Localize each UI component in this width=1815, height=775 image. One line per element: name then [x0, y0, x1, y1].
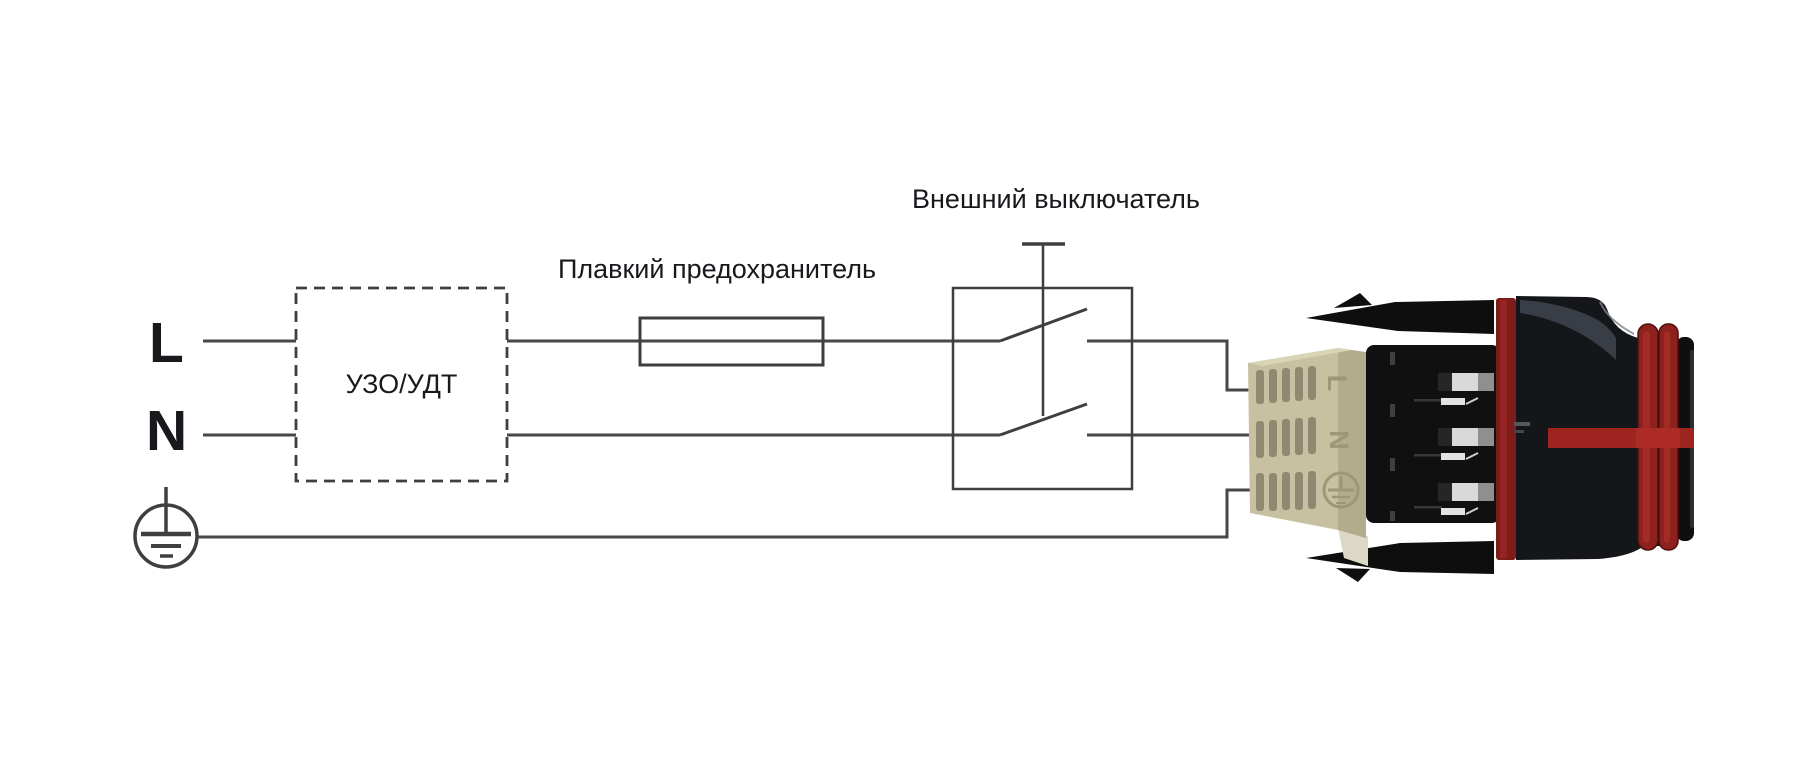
- rcd-box: [294, 286, 509, 483]
- neutral-terminal-label: N: [146, 399, 188, 463]
- terminal-slots-neutral: [1256, 417, 1316, 458]
- fuse-label: Плавкий предохранитель: [557, 254, 877, 284]
- terminal-slots-line: [1256, 366, 1316, 404]
- wires-group: [197, 339, 1254, 539]
- connector-red-stripe: [1548, 428, 1694, 448]
- terminal-marking-line: L: [1322, 375, 1352, 392]
- pin-row-neutral: [1438, 428, 1494, 460]
- connector-top-clip: [1306, 293, 1494, 334]
- terminal-slots-earth: [1256, 471, 1316, 511]
- power-connector-illustration: L N: [1248, 293, 1694, 582]
- earth-symbol: [133, 487, 199, 569]
- pin-row-line: [1438, 373, 1494, 405]
- connector-terminal-block: L N: [1248, 348, 1368, 566]
- line-wire-out: [1087, 339, 1252, 392]
- external-switch-symbol: [951, 242, 1134, 491]
- connector-pins: [1438, 373, 1494, 515]
- fuse-symbol: [638, 316, 825, 367]
- terminal-marking-earth-icon: [1322, 471, 1360, 509]
- switch-contact-neutral: [999, 402, 1088, 437]
- connector-red-flange: [1496, 298, 1516, 560]
- rcd-label: УЗО/УДТ: [345, 369, 458, 399]
- external-switch-label: Внешний выключатель: [912, 184, 1200, 214]
- earth-wire: [197, 488, 1254, 539]
- terminal-marking-neutral: N: [1324, 430, 1354, 450]
- line-terminal-label: L: [149, 311, 184, 375]
- pin-row-earth: [1438, 483, 1494, 515]
- connector-bottom-clip: [1306, 541, 1494, 582]
